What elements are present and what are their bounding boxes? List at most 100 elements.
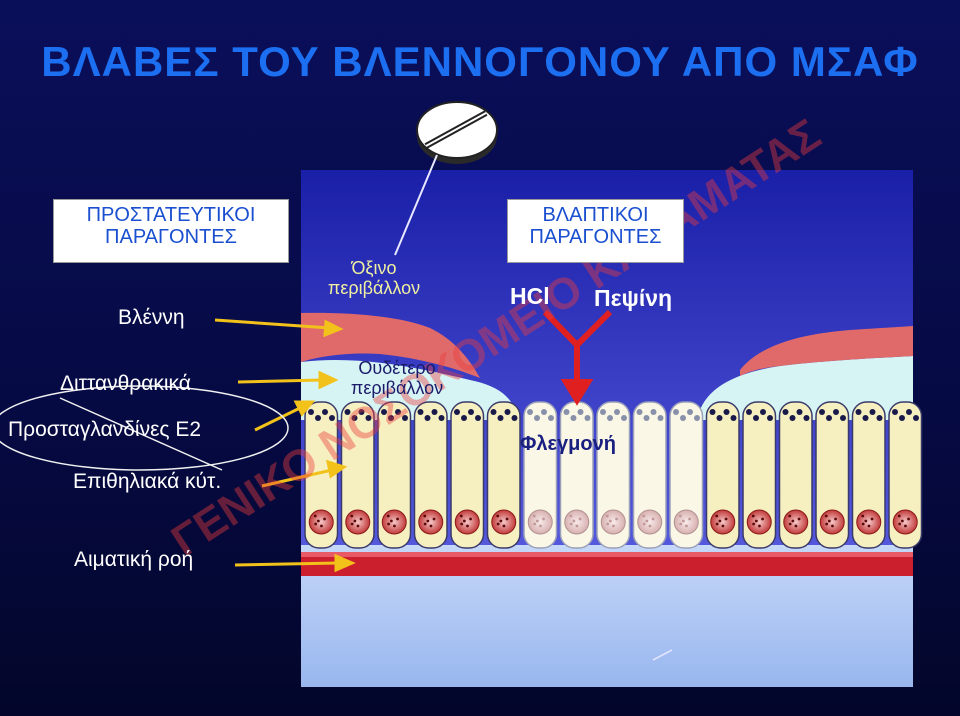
- item-epithelial-cells: Επιθηλιακά κύτ.: [73, 470, 222, 493]
- neutral-line2: περιβάλλον: [350, 378, 444, 398]
- nucleus-speck: [606, 522, 610, 526]
- cell-granule: [826, 415, 832, 421]
- cell-granule: [650, 409, 657, 415]
- nucleus-speck: [897, 514, 901, 518]
- cross-out-line: [59, 397, 223, 471]
- nucleus-speck: [715, 522, 719, 526]
- nucleus-speck: [505, 517, 509, 521]
- nucleus-speck: [575, 524, 579, 528]
- protective-heading-line2: ΠΑΡΑΓΟΝΤΕΣ: [105, 226, 237, 248]
- page-title: ΒΛΑΒΕΣ ΤΟΥ ΒΛΕΝΝΟΓΟΝΟΥ ΑΠΟ ΜΣΑΦ: [41, 38, 919, 85]
- cell-granule: [358, 409, 365, 415]
- epithelial-cell: [632, 401, 667, 549]
- nucleus-speck: [642, 514, 646, 518]
- cell-granule: [497, 415, 504, 421]
- cell-nucleus: [564, 509, 590, 535]
- nucleus-speck: [797, 517, 801, 521]
- cell-granule: [388, 415, 394, 421]
- nucleus-speck: [605, 514, 609, 518]
- cell-granule: [892, 409, 898, 415]
- nucleus-speck: [316, 519, 320, 523]
- cell-granule: [563, 409, 570, 415]
- cell-granule: [570, 415, 577, 421]
- nucleus-speck: [423, 522, 427, 526]
- acid-line1: Όξινο: [351, 258, 397, 278]
- nucleus-speck: [861, 514, 865, 518]
- epithelial-cell: [778, 401, 813, 549]
- cell-granule: [475, 415, 481, 421]
- nucleus-speck: [323, 517, 326, 521]
- nucleus-speck: [320, 524, 323, 528]
- nucleus-speck: [794, 524, 798, 528]
- nucleus-speck: [423, 514, 427, 518]
- cell-granule: [716, 415, 723, 421]
- epithelial-cell: [888, 401, 923, 549]
- epithelial-cell: [596, 401, 631, 549]
- nucleus-speck: [462, 519, 466, 523]
- cell-granule: [431, 409, 438, 415]
- cell-granule: [753, 415, 759, 421]
- cell-granule: [899, 415, 905, 421]
- nucleus-speck: [499, 519, 503, 523]
- item-blood-flow: Αιματική ροή: [74, 548, 194, 571]
- harmful-factors-box: ΒΛΑΠΤΙΚΟΙ ΠΑΡΑΓΟΝΤΕΣ: [507, 199, 684, 263]
- highlight-ellipse: [0, 385, 289, 471]
- nucleus-speck: [393, 524, 396, 528]
- cell-nucleus: [637, 509, 663, 535]
- nucleus-speck: [721, 524, 725, 528]
- cell-nucleus: [381, 509, 407, 535]
- cell-granule: [913, 415, 919, 421]
- cell-granule: [833, 409, 839, 415]
- cell-granule: [614, 409, 620, 415]
- cell-granule: [329, 415, 335, 421]
- cell-granule: [673, 409, 679, 415]
- nucleus-speck: [788, 514, 792, 518]
- nucleus-speck: [353, 519, 357, 523]
- cell-nucleus: [345, 509, 371, 535]
- nucleus-speck: [648, 524, 652, 528]
- cell-nucleus: [783, 509, 809, 535]
- epithelial-cells: [304, 401, 923, 549]
- nucleus-speck: [642, 522, 646, 526]
- cell-granule: [687, 409, 693, 415]
- nucleus-speck: [356, 524, 360, 528]
- cell-granule: [534, 415, 540, 421]
- nucleus-speck: [496, 514, 500, 518]
- nucleus-speck: [432, 517, 436, 521]
- cell-granule: [694, 415, 700, 421]
- cell-granule: [541, 409, 547, 415]
- cell-granule: [365, 415, 372, 421]
- nucleus-speck: [678, 514, 682, 518]
- cell-granule: [607, 415, 613, 421]
- cell-granule: [490, 409, 497, 415]
- cell-granule: [511, 415, 518, 421]
- nucleus-speck: [535, 519, 539, 523]
- cell-granule: [417, 409, 424, 415]
- cell-granule: [840, 415, 846, 421]
- epithelial-cell: [705, 401, 740, 549]
- nucleus-speck: [313, 514, 317, 518]
- nucleus-speck: [718, 519, 722, 523]
- cell-granule: [730, 415, 737, 421]
- nucleus-speck: [761, 517, 764, 521]
- cell-nucleus: [454, 509, 480, 535]
- nucleus-speck: [532, 514, 536, 518]
- stray-mark: [652, 649, 673, 661]
- acid-line2: περιβάλλον: [327, 278, 421, 298]
- cell-granule: [709, 409, 716, 415]
- item-prostaglandins: Προσταγλανδίνες E2: [8, 418, 202, 441]
- pepsin-label: Πεψίνη: [594, 285, 673, 311]
- protective-heading-line1: ΠΡΟΣΤΑΤΕΥΤΙΚΟΙ: [86, 204, 256, 226]
- nucleus-speck: [904, 524, 907, 528]
- nucleus-speck: [645, 519, 649, 523]
- cell-granule: [504, 409, 511, 415]
- epithelial-cell: [413, 401, 448, 549]
- cell-granule: [636, 409, 643, 415]
- cell-nucleus: [856, 509, 882, 535]
- nucleus-speck: [831, 524, 834, 528]
- nucleus-speck: [758, 524, 761, 528]
- item-bicarbonate: Διττανθρακικά: [60, 372, 191, 395]
- nucleus-speck: [502, 524, 506, 528]
- nucleus-speck: [788, 522, 792, 526]
